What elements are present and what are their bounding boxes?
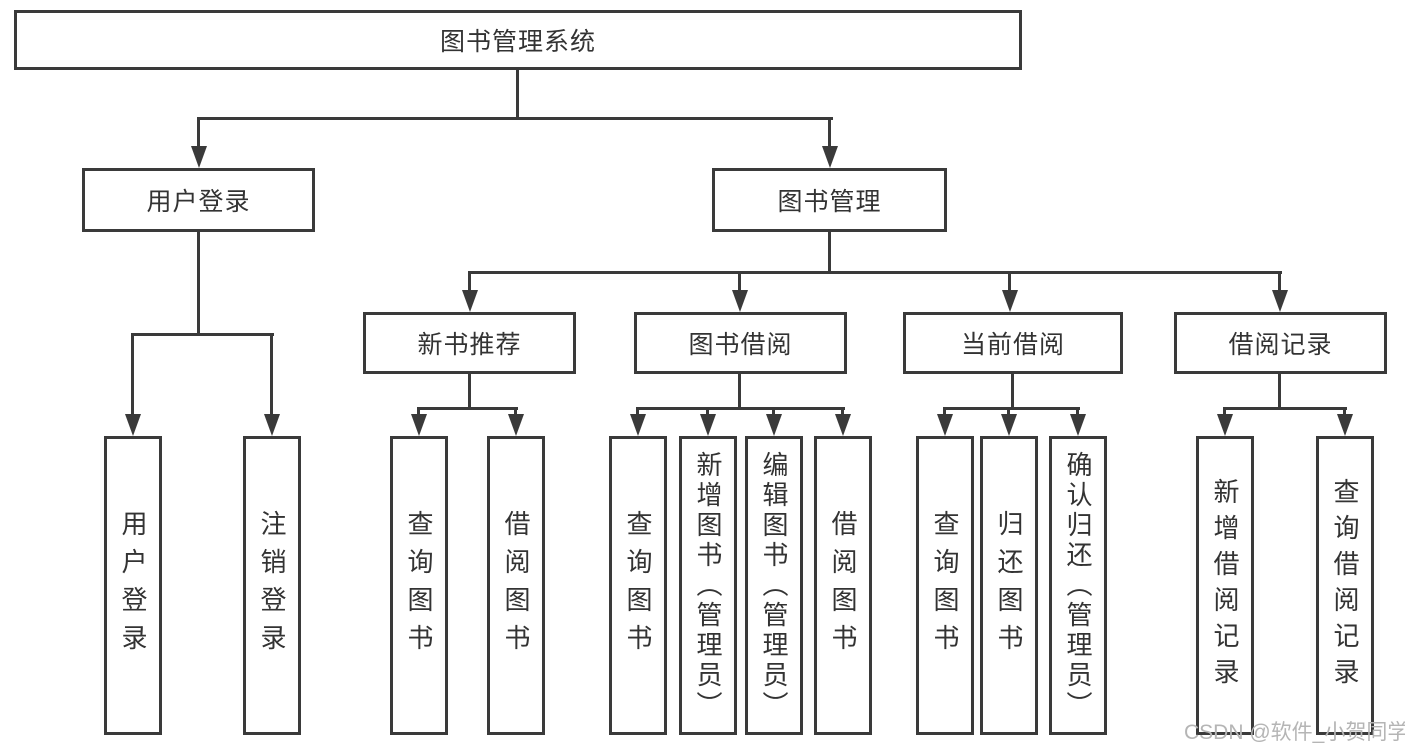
leaf-label: 借阅图书	[501, 509, 531, 662]
connector-line	[197, 117, 833, 120]
leaf-logout: 注销登录	[243, 436, 301, 735]
connector-line	[636, 410, 639, 417]
node-new-book-recommend: 新书推荐	[363, 312, 576, 374]
arrow-down-icon	[1001, 414, 1017, 436]
connector-line	[738, 374, 741, 410]
leaf-label: 借阅图书	[828, 509, 858, 662]
leaf-query-borrow-record: 查询借阅记录	[1316, 436, 1374, 735]
arrow-down-icon	[630, 414, 646, 436]
node-book-borrowing-label: 图书借阅	[688, 331, 793, 359]
connector-line	[516, 70, 519, 118]
connector-line	[417, 407, 518, 410]
connector-line	[197, 117, 200, 148]
arrow-down-icon	[766, 414, 782, 436]
leaf-label: 新增图书（管理员）	[693, 450, 723, 721]
connector-line	[514, 410, 517, 417]
leaf-label: 新增借阅记录	[1210, 477, 1240, 694]
arrow-down-icon	[822, 146, 838, 168]
connector-line	[828, 232, 831, 274]
node-borrowing-records: 借阅记录	[1174, 312, 1387, 374]
connector-line	[841, 410, 844, 417]
leaf-query-books-borrowing: 查询图书	[609, 436, 667, 735]
connector-line	[943, 410, 946, 417]
connector-line	[636, 407, 845, 410]
connector-line	[1278, 374, 1281, 410]
connector-line	[772, 410, 775, 417]
node-user-login-label: 用户登录	[146, 188, 251, 216]
node-library-system: 图书管理系统	[14, 10, 1022, 70]
leaf-add-books-admin: 新增图书（管理员）	[679, 436, 737, 735]
leaf-label: 用户登录	[118, 509, 148, 662]
leaf-borrow-books: 借阅图书	[814, 436, 872, 735]
connector-line	[738, 274, 741, 292]
node-borrowing-records-label: 借阅记录	[1228, 331, 1333, 359]
leaf-label: 查询图书	[623, 509, 653, 662]
leaf-label: 确认归还（管理员）	[1063, 450, 1093, 721]
node-user-login: 用户登录	[82, 168, 315, 232]
connector-line	[270, 336, 273, 416]
arrow-down-icon	[732, 290, 748, 312]
leaf-label: 编辑图书（管理员）	[759, 450, 789, 721]
node-current-borrowing: 当前借阅	[903, 312, 1123, 374]
arrow-down-icon	[937, 414, 953, 436]
arrow-down-icon	[700, 414, 716, 436]
leaf-query-books-current: 查询图书	[916, 436, 974, 735]
leaf-label: 查询借阅记录	[1330, 477, 1360, 694]
node-library-system-label: 图书管理系统	[439, 28, 596, 56]
connector-line	[1076, 410, 1079, 417]
connector-line	[468, 271, 1282, 274]
arrow-down-icon	[1070, 414, 1086, 436]
arrow-down-icon	[191, 146, 207, 168]
connector-line	[1223, 407, 1347, 410]
leaf-label: 归还图书	[994, 509, 1024, 662]
node-book-borrowing: 图书借阅	[634, 312, 847, 374]
connector-line	[943, 407, 1080, 410]
connector-line	[828, 117, 831, 148]
arrow-down-icon	[1272, 290, 1288, 312]
connector-line	[131, 333, 274, 336]
leaf-label: 注销登录	[257, 509, 287, 662]
connector-line	[468, 274, 471, 292]
node-new-book-recommend-label: 新书推荐	[417, 331, 522, 359]
arrow-down-icon	[264, 414, 280, 436]
connector-line	[1223, 410, 1226, 417]
arrow-down-icon	[1337, 414, 1353, 436]
leaf-return-books: 归还图书	[980, 436, 1038, 735]
connector-line	[131, 336, 134, 416]
leaf-add-borrow-record: 新增借阅记录	[1196, 436, 1254, 735]
arrow-down-icon	[462, 290, 478, 312]
leaf-label: 查询图书	[930, 509, 960, 662]
connector-line	[706, 410, 709, 417]
arrow-down-icon	[835, 414, 851, 436]
connector-line	[1011, 374, 1014, 410]
arrow-down-icon	[508, 414, 524, 436]
connector-line	[1278, 274, 1281, 292]
leaf-query-books-recommend: 查询图书	[390, 436, 448, 735]
connector-line	[417, 410, 420, 417]
leaf-user-login: 用户登录	[104, 436, 162, 735]
arrow-down-icon	[1002, 290, 1018, 312]
node-book-management-label: 图书管理	[777, 188, 882, 216]
connector-line	[1007, 410, 1010, 417]
node-book-management: 图书管理	[712, 168, 947, 232]
leaf-borrow-books-recommend: 借阅图书	[487, 436, 545, 735]
connector-line	[1343, 410, 1346, 417]
leaf-label: 查询图书	[404, 509, 434, 662]
connector-line	[197, 232, 200, 335]
arrow-down-icon	[125, 414, 141, 436]
csdn-watermark: CSDN @软件_小贺同学	[1184, 721, 1405, 744]
leaf-edit-books-admin: 编辑图书（管理员）	[745, 436, 803, 735]
arrow-down-icon	[1217, 414, 1233, 436]
arrow-down-icon	[411, 414, 427, 436]
leaf-confirm-return-admin: 确认归还（管理员）	[1049, 436, 1107, 735]
connector-line	[468, 374, 471, 410]
node-current-borrowing-label: 当前借阅	[960, 331, 1065, 359]
connector-line	[1008, 274, 1011, 292]
